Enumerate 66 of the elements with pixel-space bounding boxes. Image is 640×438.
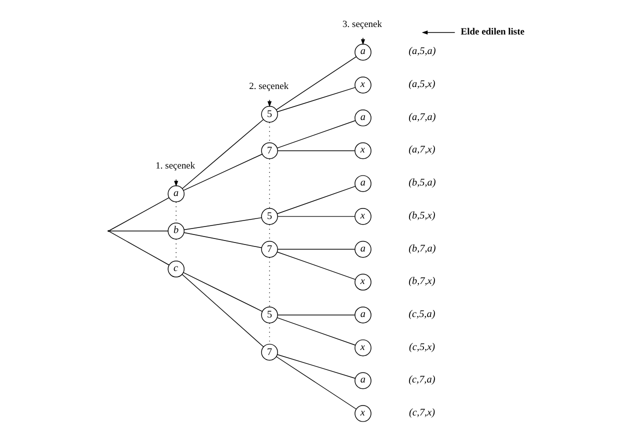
node-text: Elde edilen liste [460, 27, 524, 38]
node-text: 2. seçenek [248, 82, 288, 92]
connector [276, 120, 356, 148]
connector [108, 231, 169, 266]
connector [181, 274, 264, 348]
connector [276, 87, 356, 112]
connector [182, 272, 262, 312]
connector [276, 186, 356, 214]
node-circle: a [354, 240, 371, 258]
connector [275, 356, 356, 410]
connector [268, 122, 270, 143]
connector [268, 257, 270, 308]
node-label: (b,7,a) [408, 243, 436, 254]
node-point [107, 230, 109, 232]
connector [277, 248, 355, 250]
node-label: (b,5,a) [408, 178, 436, 189]
node-circle: a [354, 44, 371, 61]
node-circle: 7 [260, 142, 278, 160]
node-circle: a [354, 306, 371, 324]
node-label: (b,5,x) [408, 210, 435, 222]
arrow [421, 30, 455, 35]
node-text: 3. seçenek [342, 20, 382, 30]
connector [276, 252, 356, 280]
node-circle: 7 [260, 344, 278, 361]
node-circle: 5 [260, 208, 278, 225]
node-circle: x [354, 208, 371, 225]
node-circle: c [167, 260, 184, 278]
connector [181, 119, 264, 189]
node-label: (c,5,x) [408, 342, 435, 353]
connector [183, 217, 262, 230]
node-circle: a [354, 110, 371, 126]
connector [268, 322, 270, 344]
node-circle: x [354, 274, 371, 291]
node-circle: x [354, 339, 371, 356]
node-label: (a,7,a) [408, 112, 436, 123]
node-circle: 5 [260, 106, 278, 123]
node-label: (a,5,x) [408, 79, 435, 90]
node-circle: a [354, 175, 371, 192]
connector [182, 154, 262, 191]
connector [108, 230, 168, 232]
connector [277, 314, 355, 316]
node-text: 1. seçenek [155, 162, 195, 172]
node-label: (a,7,x) [408, 144, 435, 156]
node-circle: 5 [260, 306, 278, 324]
connector [268, 224, 270, 242]
connector [108, 197, 169, 231]
connector [268, 158, 270, 209]
connector [276, 317, 356, 346]
connector [276, 354, 356, 379]
connector [277, 216, 355, 217]
node-circle: a [167, 185, 184, 202]
node-label: (c,7,x) [408, 408, 435, 419]
node-circle: x [354, 405, 371, 422]
node-circle: x [354, 76, 371, 94]
node-label: (b,7,x) [408, 276, 435, 288]
connector [277, 150, 355, 152]
node-circle: 7 [260, 240, 278, 258]
node-label: (c,7,a) [408, 374, 435, 386]
connector [275, 56, 356, 110]
node-label: (c,5,a) [408, 308, 435, 320]
arrow [267, 100, 272, 108]
node-circle: a [354, 372, 371, 390]
node-circle: b [167, 222, 184, 240]
node-label: (a,5,a) [408, 46, 436, 58]
node-circle: x [354, 142, 371, 160]
connector [183, 232, 262, 248]
